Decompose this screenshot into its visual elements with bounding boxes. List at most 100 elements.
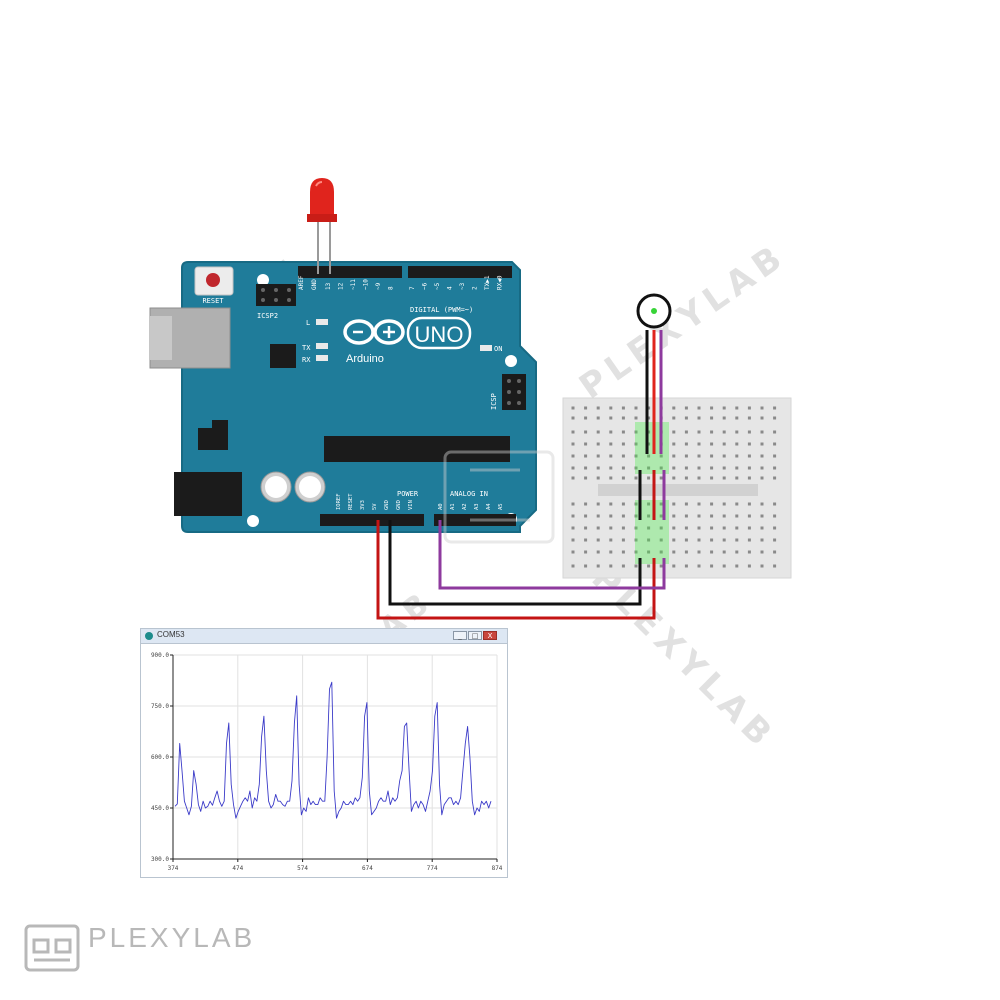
breadboard-hole (621, 502, 625, 506)
plotter-title: COM53 (157, 630, 185, 639)
brand-logo: PLEXYLAB (24, 920, 284, 980)
breadboard-hole (760, 476, 764, 480)
minimize-button[interactable]: _ (453, 631, 467, 640)
breadboard-hole (647, 526, 651, 530)
digital-pin-label: 12 (338, 282, 345, 290)
breadboard-hole (634, 502, 638, 506)
breadboard-hole (735, 416, 739, 420)
breadboard-hole (571, 502, 575, 506)
power-pin-label: IOREF (336, 493, 342, 510)
breadboard-hole (584, 416, 588, 420)
breadboard-hole (584, 406, 588, 410)
breadboard-hole (710, 406, 714, 410)
digital-pin-label: ~9 (375, 282, 382, 290)
breadboard-hole (747, 514, 751, 518)
breadboard-hole (672, 538, 676, 542)
arduino-logo: UNO Arduino (343, 316, 472, 365)
breadboard-hole (773, 502, 777, 506)
tx-label: TX (302, 344, 311, 352)
breadboard-hole (773, 526, 777, 530)
breadboard-hole (672, 442, 676, 446)
breadboard-hole (634, 550, 638, 554)
breadboard-hole (773, 430, 777, 434)
on-led (480, 345, 492, 351)
x-tick-label: 674 (362, 865, 373, 872)
x-tick-label: 774 (427, 865, 438, 872)
breadboard-hole (584, 502, 588, 506)
breadboard-hole (621, 454, 625, 458)
y-tick-label: 300.0 (151, 856, 169, 863)
l-led (316, 319, 328, 325)
power-pin-label: RESET (348, 493, 354, 510)
breadboard-hole (609, 430, 613, 434)
breadboard-hole (659, 526, 663, 530)
breadboard-hole (684, 526, 688, 530)
power-pin-label: GND (384, 500, 390, 510)
breadboard-hole (672, 406, 676, 410)
breadboard-hole (735, 442, 739, 446)
breadboard-hole (596, 466, 600, 470)
icsp2-header: ICSP2 (256, 284, 296, 320)
breadboard-hole (596, 442, 600, 446)
breadboard-hole (710, 526, 714, 530)
digital-pin-label: ~10 (363, 279, 370, 290)
breadboard-hole (735, 526, 739, 530)
breadboard-hole (672, 502, 676, 506)
digital-pin-label: 4 (447, 286, 454, 290)
breadboard-hole (710, 454, 714, 458)
reset-button-cap[interactable] (206, 273, 220, 287)
x-tick-label: 374 (168, 865, 179, 872)
icsp2-label: ICSP2 (257, 312, 278, 320)
breadboard-hole (684, 430, 688, 434)
breadboard-hole (747, 476, 751, 480)
breadboard-hole (747, 454, 751, 458)
red-led (307, 178, 337, 274)
watermark-text: PLEXYLAB (572, 235, 794, 407)
breadboard-hole (634, 416, 638, 420)
l-label: L (306, 319, 310, 327)
breadboard-hole (697, 514, 701, 518)
breadboard-hole (747, 526, 751, 530)
breadboard-hole (722, 502, 726, 506)
breadboard-hole (571, 514, 575, 518)
breadboard-hole (697, 476, 701, 480)
plotter-titlebar[interactable]: COM53 _ □ X (141, 629, 507, 644)
breadboard-hole (621, 416, 625, 420)
maximize-button[interactable]: □ (468, 631, 482, 640)
breadboard-hole (596, 550, 600, 554)
breadboard-hole (710, 538, 714, 542)
breadboard-hole (634, 476, 638, 480)
breadboard-hole (760, 514, 764, 518)
breadboard-hole (684, 550, 688, 554)
close-button[interactable]: X (483, 631, 497, 640)
breadboard-hole (659, 466, 663, 470)
breadboard-hole (722, 416, 726, 420)
breadboard-hole (672, 550, 676, 554)
breadboard-hole (722, 406, 726, 410)
breadboard-hole (621, 514, 625, 518)
breadboard-hole (747, 502, 751, 506)
app-icon (145, 632, 153, 640)
voltage-regulator (198, 428, 228, 450)
analog-pin-label: A0 (438, 503, 444, 510)
breadboard-hole (760, 564, 764, 568)
icsp-header: ICSP (490, 374, 526, 410)
breadboard-hole (672, 430, 676, 434)
breadboard-hole (571, 466, 575, 470)
digital-pin-label: ~5 (434, 282, 441, 290)
breadboard-hole (735, 430, 739, 434)
breadboard-hole (697, 430, 701, 434)
digital-pin-label: 8 (388, 286, 395, 290)
breadboard-hole (596, 526, 600, 530)
breadboard-hole (672, 514, 676, 518)
breadboard-hole (571, 416, 575, 420)
digital-label: DIGITAL (PWM=~) (410, 306, 473, 314)
digital-pin-label: ~6 (422, 282, 429, 290)
breadboard-hole (773, 538, 777, 542)
breadboard-hole (735, 406, 739, 410)
breadboard-hole (634, 564, 638, 568)
breadboard-hole (697, 442, 701, 446)
